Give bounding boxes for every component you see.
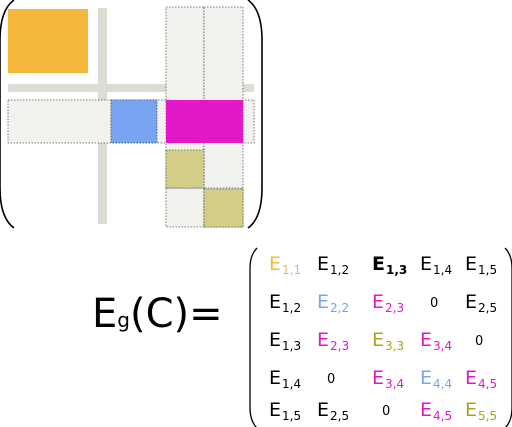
olive-block-top	[165, 149, 205, 189]
matrix-entry-subscript: 4,5	[478, 377, 498, 391]
matrix-entry-base: E	[269, 399, 282, 421]
matrix-entry-subscript: 2,5	[478, 301, 498, 315]
matrix-entry-subscript: 2,2	[330, 301, 350, 315]
orange-block	[8, 9, 88, 73]
matrix-entry-base: E	[372, 367, 385, 389]
matrix-entry-base: E	[372, 329, 385, 351]
matrix-entry-r5-c3: 0	[382, 405, 390, 418]
matrix-entry-r4-c1: E1,4	[269, 367, 302, 391]
matrix-entry-subscript: 5,5	[478, 409, 498, 423]
matrix-entry-r1-c3: E1,3	[372, 253, 408, 277]
olive-block-bottom	[203, 188, 244, 228]
matrix-entry-base: E	[420, 329, 433, 351]
matrix-left-paren	[249, 247, 258, 427]
matrix-entry-r5-c1: E1,5	[269, 399, 302, 423]
matrix-entry-r4-c4: E4,4	[420, 367, 453, 391]
matrix-right-paren	[504, 247, 512, 427]
matrix-entry-r5-c5: E5,5	[465, 399, 498, 423]
matrix-entry-r2-c1: E1,2	[269, 291, 302, 315]
matrix-entry-base: 0	[327, 372, 336, 387]
matrix-entry-subscript: 2,3	[385, 301, 405, 315]
matrix-entry-base: E	[465, 367, 478, 389]
matrix-entry-subscript: 3,4	[385, 377, 405, 391]
left-paren	[0, 0, 15, 229]
matrix-entry-base: E	[372, 291, 385, 313]
matrix-entry-base: E	[317, 253, 330, 275]
matrix-entry-base: 0	[430, 296, 439, 311]
matrix-entry-base: E	[465, 399, 478, 421]
matrix-entry-subscript: 1,5	[478, 263, 498, 277]
matrix-entry-r3-c1: E1,3	[269, 329, 302, 353]
matrix-entry-r1-c2: E1,2	[317, 253, 350, 277]
matrix-entry-base: 0	[382, 404, 391, 419]
matrix-entry-subscript: 3,3	[385, 339, 405, 353]
matrix-entry-r1-c4: E1,4	[420, 253, 453, 277]
matrix-entry-base: E	[420, 253, 433, 275]
matrix-entry-subscript: 1,4	[282, 377, 302, 391]
matrix-entry-r2-c4: 0	[430, 297, 438, 310]
matrix-entry-r4-c2: 0	[327, 373, 335, 386]
matrix-entry-r4-c3: E3,4	[372, 367, 405, 391]
matrix-entry-base: E	[465, 253, 478, 275]
matrix-entry-subscript: 1,2	[330, 263, 350, 277]
matrix-entry-subscript: 3,4	[433, 339, 453, 353]
matrix-entry-base: E	[269, 329, 282, 351]
matrix-entry-base: E	[465, 291, 478, 313]
matrix-entry-base: E	[372, 253, 385, 275]
matrix-entry-subscript: 1,1	[282, 263, 302, 277]
matrix-entry-r1-c1: E1,1	[269, 253, 302, 277]
matrix-entry-r3-c5: 0	[475, 335, 483, 348]
matrix-entry-subscript: 1,4	[433, 263, 453, 277]
matrix-entry-r2-c2: E2,2	[317, 291, 350, 315]
equation-lhs: Eg(C)=	[92, 294, 223, 334]
lhs-argument: (C)=	[129, 291, 223, 337]
matrix-entry-r2-c5: E2,5	[465, 291, 498, 315]
blue-block	[110, 99, 158, 144]
matrix-entry-subscript: 2,5	[330, 409, 350, 423]
lhs-subscript: g	[117, 308, 130, 332]
matrix-entry-base: E	[420, 399, 433, 421]
matrix-entry-subscript: 4,5	[433, 409, 453, 423]
magenta-block	[166, 100, 243, 143]
matrix-entry-subscript: 2,3	[330, 339, 350, 353]
matrix-entry-subscript: 1,2	[282, 301, 302, 315]
matrix-entry-base: E	[317, 291, 330, 313]
matrix-entry-base: E	[317, 329, 330, 351]
right-paren	[247, 0, 263, 229]
matrix-entry-r3-c4: E3,4	[420, 329, 453, 353]
matrix-entry-r2-c3: E2,3	[372, 291, 405, 315]
matrix-entry-base: E	[420, 367, 433, 389]
matrix-entry-base: E	[269, 253, 282, 275]
matrix-entry-r3-c3: E3,3	[372, 329, 405, 353]
matrix-entry-base: E	[269, 367, 282, 389]
horizontal-guide-line	[8, 84, 254, 92]
matrix-entry-r1-c5: E1,5	[465, 253, 498, 277]
matrix-entry-r3-c2: E2,3	[317, 329, 350, 353]
matrix-entry-base: E	[269, 291, 282, 313]
matrix-entry-subscript: 1,3	[282, 339, 302, 353]
matrix-entry-subscript: 4,4	[433, 377, 453, 391]
matrix-entry-base: E	[317, 399, 330, 421]
matrix-entry-subscript: 1,3	[385, 263, 408, 277]
matrix-entry-base: 0	[475, 334, 484, 349]
matrix-entry-r4-c5: E4,5	[465, 367, 498, 391]
matrix-entry-r5-c4: E4,5	[420, 399, 453, 423]
lhs-base: E	[92, 291, 118, 337]
matrix-entry-r5-c2: E2,5	[317, 399, 350, 423]
matrix-entry-subscript: 1,5	[282, 409, 302, 423]
